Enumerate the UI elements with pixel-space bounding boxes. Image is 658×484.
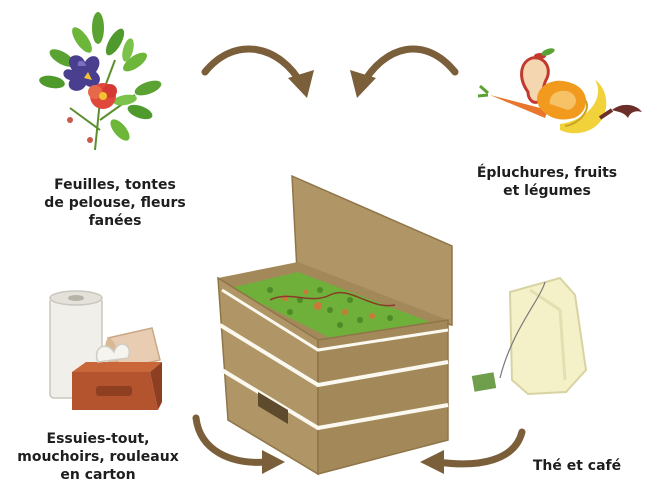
label-tea-line-1: Thé et café xyxy=(502,457,652,475)
label-peels: Épluchures, fruits et légumes xyxy=(438,164,656,200)
arrow-top-left-icon xyxy=(205,49,314,98)
label-leaves-line-3: fanées xyxy=(0,212,230,230)
arrow-top-right-icon xyxy=(350,49,455,98)
label-leaves-line-1: Feuilles, tontes xyxy=(0,176,230,194)
plant-flowers-icon xyxy=(38,12,163,150)
label-paper: Essuies-tout, mouchoirs, rouleaux en car… xyxy=(0,430,196,484)
label-paper-line-1: Essuies-tout, xyxy=(0,430,196,448)
label-paper-line-2: mouchoirs, rouleaux xyxy=(0,448,196,466)
label-leaves: Feuilles, tontes de pelouse, fleurs fané… xyxy=(0,176,230,230)
label-peels-line-1: Épluchures, fruits xyxy=(438,164,656,182)
label-leaves-line-2: de pelouse, fleurs xyxy=(0,194,230,212)
paper-towels-tissues-icon xyxy=(50,291,162,410)
compost-bin-icon xyxy=(218,176,452,474)
label-peels-line-2: et légumes xyxy=(438,182,656,200)
fruit-peels-icon xyxy=(478,47,642,133)
label-paper-line-3: en carton xyxy=(0,466,196,484)
label-tea: Thé et café xyxy=(502,457,652,475)
tea-bag-icon xyxy=(472,278,586,394)
